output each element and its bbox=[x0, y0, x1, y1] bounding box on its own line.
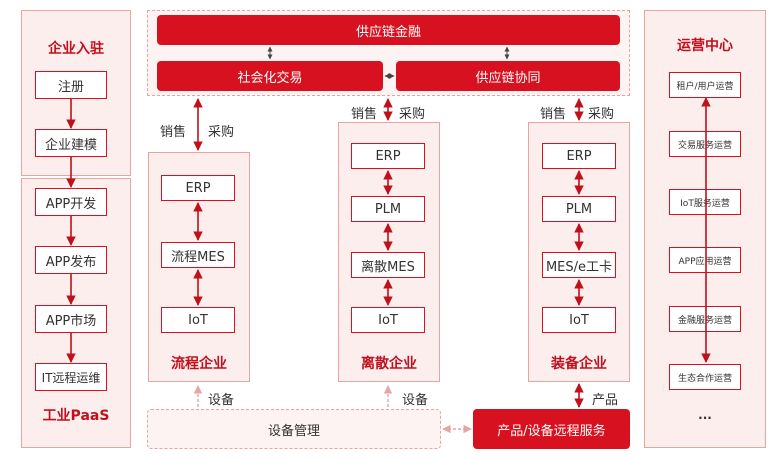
app-dev-box: APP开发 bbox=[35, 188, 107, 216]
enterprise-modeling-box: 企业建模 bbox=[35, 129, 107, 157]
discrete-iot-box: IoT bbox=[351, 307, 425, 333]
equip-erp-box: ERP bbox=[542, 143, 616, 169]
it-remote-ops-box: IT远程运维 bbox=[35, 363, 107, 391]
app-publish-box: APP发布 bbox=[35, 246, 107, 274]
equipment-label-process: 设备 bbox=[208, 393, 235, 408]
supply-chain-collab-box: 供应链协同 bbox=[396, 61, 620, 91]
equip-plm-box: PLM bbox=[542, 196, 616, 222]
equipment-label-discrete: 设备 bbox=[402, 393, 429, 408]
sales-label-process: 销售 bbox=[160, 125, 187, 140]
social-trade-box: 社会化交易 bbox=[157, 61, 383, 91]
ops-center-title: 运营中心 bbox=[677, 38, 733, 54]
register-box: 注册 bbox=[35, 71, 107, 99]
discrete-erp-box: ERP bbox=[351, 143, 425, 169]
ops-ecosystem-box: 生态合作运营 bbox=[669, 364, 741, 390]
process-enterprise-title: 流程企业 bbox=[171, 356, 227, 372]
supply-chain-finance-box: 供应链金融 bbox=[157, 15, 620, 45]
sales-label-discrete: 销售 bbox=[351, 107, 378, 122]
process-erp-box: ERP bbox=[161, 175, 235, 201]
discrete-mes-box: 离散MES bbox=[351, 252, 425, 278]
discrete-plm-box: PLM bbox=[351, 196, 425, 222]
app-market-box: APP市场 bbox=[35, 305, 107, 333]
purchase-label-equip: 采购 bbox=[588, 107, 615, 122]
purchase-label-discrete: 采购 bbox=[399, 107, 426, 122]
purchase-label-process: 采购 bbox=[208, 125, 235, 140]
device-management-box: 设备管理 bbox=[147, 409, 441, 449]
process-iot-box: IoT bbox=[161, 307, 235, 333]
equip-enterprise-title: 装备企业 bbox=[551, 356, 607, 372]
equip-iot-box: IoT bbox=[542, 307, 616, 333]
ops-more: ... bbox=[698, 408, 712, 422]
discrete-enterprise-title: 离散企业 bbox=[361, 356, 417, 372]
sales-label-equip: 销售 bbox=[540, 107, 567, 122]
equip-mes-box: MES/e工卡 bbox=[542, 252, 616, 278]
product-label: 产品 bbox=[592, 393, 619, 408]
process-mes-box: 流程MES bbox=[161, 242, 235, 268]
remote-service-box: 产品/设备远程服务 bbox=[473, 409, 630, 449]
onboard-title: 企业入驻 bbox=[48, 41, 104, 57]
paas-title: 工业PaaS bbox=[42, 408, 110, 424]
